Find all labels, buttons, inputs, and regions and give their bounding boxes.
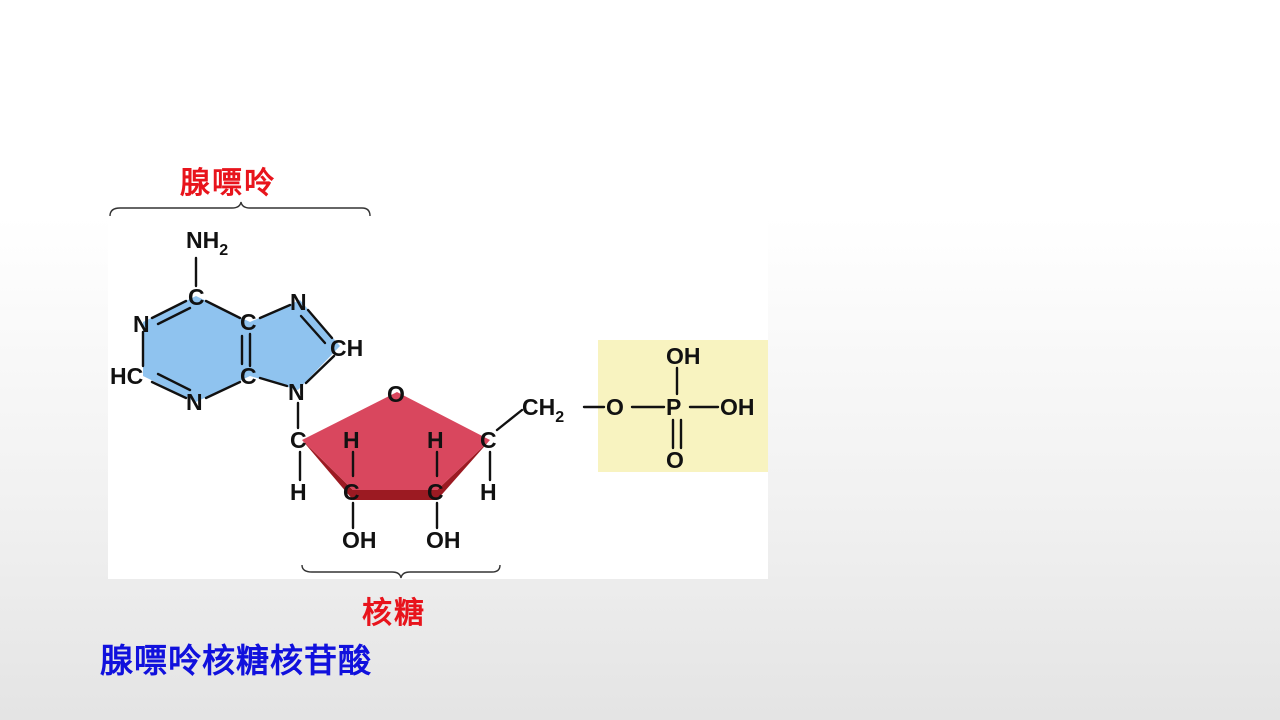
atom-p: P xyxy=(666,394,681,420)
bond-n9-c4 xyxy=(258,376,289,388)
atom-nh2: NH2 xyxy=(186,227,228,259)
ribose-brace xyxy=(301,564,501,579)
bond-c6-n1-double xyxy=(156,306,192,326)
atom-p-o-bottom: O xyxy=(666,447,684,473)
atom-h2-top: H xyxy=(343,427,360,453)
bond-c6-n1 xyxy=(150,299,188,320)
atom-oh3: OH xyxy=(426,527,461,553)
bond-c5-c6 xyxy=(204,299,242,320)
atom-n7: N xyxy=(290,289,307,315)
bond-n7-c8 xyxy=(306,308,334,340)
atom-p-oh-top: OH xyxy=(666,343,701,369)
ribose-label: 核糖 xyxy=(362,596,426,631)
adenine-brace xyxy=(109,201,371,217)
atom-c3-ribose: C xyxy=(427,479,444,505)
atom-c8: CH xyxy=(330,335,363,361)
atom-c4-ribose: C xyxy=(480,427,497,453)
bond-n3-c4 xyxy=(204,380,242,400)
bond-c8-n9 xyxy=(304,354,336,385)
atom-h4-bottom: H xyxy=(480,479,497,505)
atom-n9: N xyxy=(288,379,305,405)
atom-c6: C xyxy=(188,284,205,310)
atom-h3-top: H xyxy=(427,427,444,453)
atom-ring-o: O xyxy=(387,381,405,407)
atom-h1-bottom: H xyxy=(290,479,307,505)
atom-oh2: OH xyxy=(342,527,377,553)
atom-o-link: O xyxy=(606,394,624,420)
atom-c5: C xyxy=(240,309,257,335)
ribose-ring xyxy=(302,392,490,490)
atom-c2: HC xyxy=(110,363,143,389)
adenine-label: 腺嘌呤 xyxy=(180,166,276,201)
ribose-ring-shadow xyxy=(302,440,490,500)
atom-c4: C xyxy=(240,363,257,389)
bond-c2-n3-double xyxy=(156,372,192,392)
atom-n3: N xyxy=(186,389,203,415)
caption-nucleotide-name: 腺嘌呤核糖核苷酸 xyxy=(100,641,372,680)
atom-c1: C xyxy=(290,427,307,453)
bond-n7-c8-double xyxy=(299,314,327,345)
adenine-six-ring xyxy=(143,296,250,402)
phosphate-highlight xyxy=(598,340,768,472)
atom-c2-ribose: C xyxy=(343,479,360,505)
atom-p-oh-right: OH xyxy=(720,394,755,420)
atom-ch2: CH2 xyxy=(522,394,564,426)
bond-c2-n3 xyxy=(150,380,188,400)
bond-c5-n7 xyxy=(258,303,292,320)
bond-c4-ch2 xyxy=(495,408,524,432)
atom-n1: N xyxy=(133,311,150,337)
